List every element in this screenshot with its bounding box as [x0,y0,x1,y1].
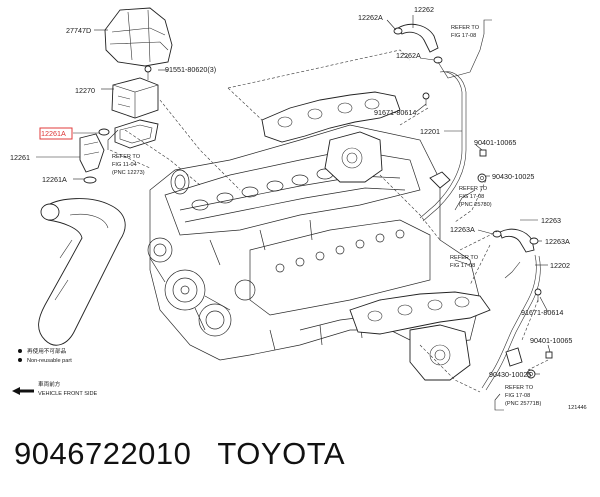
hose-12261 [79,133,105,173]
bolt-91551 [144,65,152,80]
label-12263: 12263 [541,216,561,225]
label-refer-1708-bot-a: REFER TO [505,385,534,391]
intake-box-12270 [111,77,159,119]
clamp-12261a-top [98,128,110,136]
non-reusable-dot-icon-2 [18,358,22,362]
front-en: VEHICLE FRONT SIDE [38,391,98,397]
bolt-91671-top [422,92,430,106]
dashed-relation-lines [109,49,549,393]
legend: 再使用不可部品 Non-reusable part 車両前方 VEHICLE F… [12,347,98,397]
label-27747d: 27747D [66,26,91,35]
legend-en: Non-reusable part [27,358,72,364]
label-refer-1708-bot-b: FIG 17-08 [505,393,530,399]
label-12270: 12270 [75,86,95,95]
pipe-12201 [419,71,467,222]
label-91671-top: 91671-80614 [374,108,416,117]
bolt-90401-bottom [545,351,553,359]
non-reusable-dot-icon [18,349,22,353]
label-refer-1708-bot-c: (PNC 25771B) [505,401,542,407]
label-refer-1708-mid-a: REFER TO [459,186,488,192]
label-refer-1708-low-a: REFER TO [450,255,479,261]
gasket-12273 [114,119,159,149]
bracket-lower [505,347,523,367]
legend-jp: 再使用不可部品 [27,347,67,355]
label-refer-1708-mid-c: (PNC 25780) [459,202,492,208]
part-labels: 27747D 12262 12262A 12262A REFER TO FIG … [10,5,587,411]
front-jp: 車両前方 [38,380,61,388]
label-refer-1104-b: FIG 11-04 [112,162,137,168]
label-90430-top: 90430-10025 [492,172,534,181]
insulator-27747d [104,7,173,67]
washer-90430-top [477,173,487,183]
label-refer-1104-a: REFER TO [112,154,141,160]
caption: 9046722010 TOYOTA [14,436,345,472]
pipe-12202 [481,254,541,391]
exhaust-manifold-upper [261,91,401,183]
label-12202: 12202 [550,261,570,270]
label-refer-1708-low-b: FIG 17-08 [450,263,475,269]
clamp-12262a-top [393,27,403,35]
label-91551: 91551-80620(3) [165,65,216,74]
clamp-12263a-left [492,230,502,238]
label-12201: 12201 [420,127,440,136]
label-91671-bottom: 91671-80614 [521,308,563,317]
pipe-to-fig-1708-upper [437,33,485,79]
label-12262a-2: 12262A [396,51,421,60]
label-refer-1104-c: (PNC 12273) [112,170,145,176]
hose-12263 [499,228,535,253]
label-12262: 12262 [414,5,434,14]
label-90430-bottom: 90430-10025 [489,370,531,379]
exhaust-manifold-lower [349,291,491,381]
label-refer-1708-top-a: REFER TO [451,25,480,31]
label-12261a-top: 12261A [41,129,66,138]
label-12262a-top: 12262A [358,13,383,22]
label-refer-1708-top-b: FIG 17-08 [451,33,476,39]
hose-12262 [397,23,439,53]
bolt-91671-bottom [534,288,542,302]
label-12261: 12261 [10,153,30,162]
label-fig-number: 121446 [568,405,587,411]
exploded-parts-diagram: 27747D 12262 12262A 12262A REFER TO FIG … [10,5,587,411]
front-arrow-icon [12,387,34,395]
label-90401-bottom: 90401-10065 [530,336,572,345]
clamp-12263a-right [529,237,539,245]
brand-name: TOYOTA [217,436,346,471]
label-12261a-bottom: 12261A [42,175,67,184]
engine-block-illustration [147,124,481,361]
intake-pipe [38,198,126,346]
label-refer-1708-mid-b: FIG 17-08 [459,194,484,200]
part-number: 9046722010 [14,436,192,471]
label-12263a-right: 12263A [545,237,570,246]
pipe-to-fig-1708-lower [504,261,521,279]
clamp-12261a-bottom [83,176,97,184]
label-90401-top: 90401-10065 [474,138,516,147]
bolt-90401-top [479,149,487,157]
bracket-upper [429,171,451,189]
washer-90430-bottom [526,369,536,379]
label-12263a-left: 12263A [450,225,475,234]
leader-lines [36,15,551,411]
highlight-12261a [39,127,73,140]
